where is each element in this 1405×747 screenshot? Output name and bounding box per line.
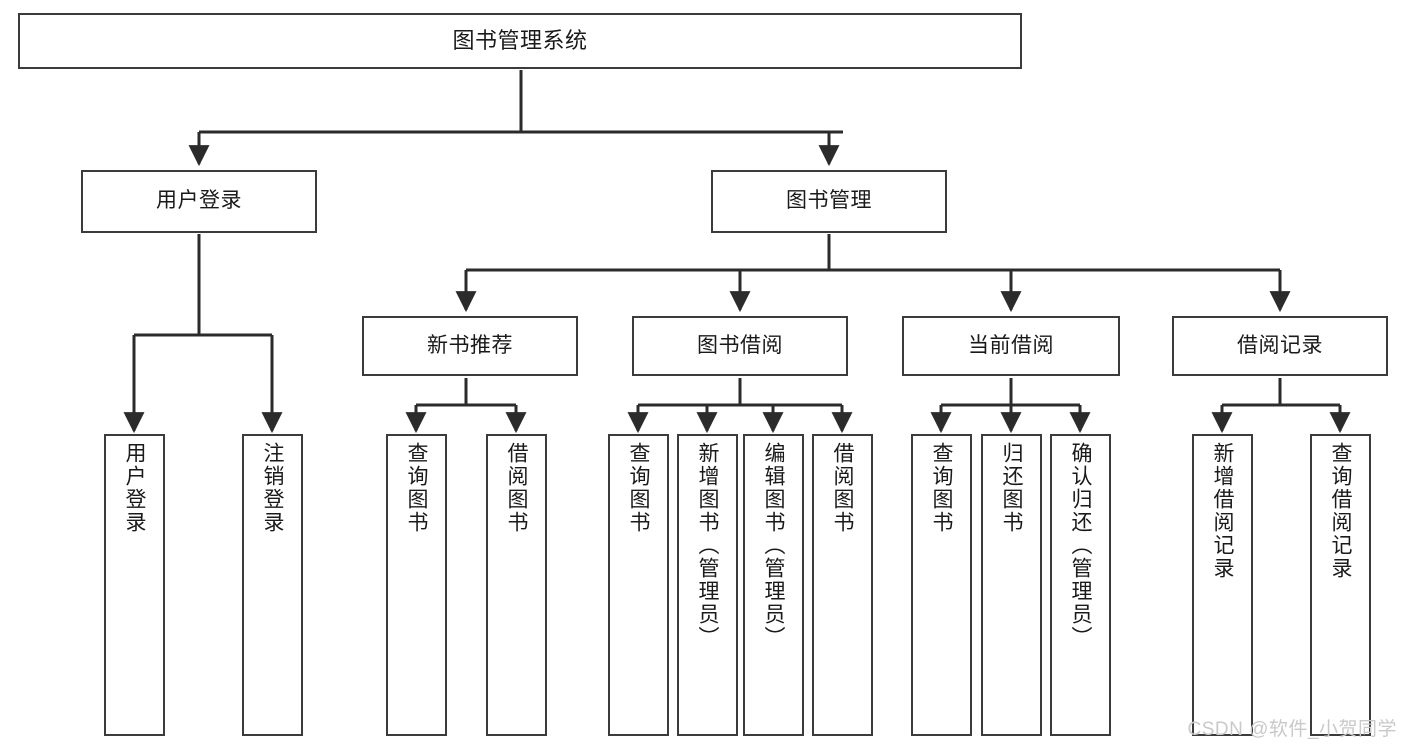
leaf-borrow-record-add[interactable]: 新增借阅记录 xyxy=(1192,434,1253,736)
leaf-user-login-signin-label: 用户登录 xyxy=(123,442,146,534)
node-root-system-label: 图书管理系统 xyxy=(452,28,588,54)
leaf-borrow-record-query-label: 查询借阅记录 xyxy=(1329,442,1352,580)
leaf-current-borrow-query-label: 查询图书 xyxy=(930,442,953,534)
leaf-current-borrow-return[interactable]: 归还图书 xyxy=(981,434,1042,736)
leaf-new-book-borrow-label: 借阅图书 xyxy=(505,442,528,534)
node-book-borrow-label: 图书借阅 xyxy=(697,333,783,357)
node-new-book-recommend-label: 新书推荐 xyxy=(427,333,513,357)
leaf-book-borrow-query[interactable]: 查询图书 xyxy=(608,434,669,736)
leaf-book-borrow-edit[interactable]: 编辑图书（管理员） xyxy=(743,434,804,736)
node-current-borrow[interactable]: 当前借阅 xyxy=(902,316,1120,376)
leaf-book-borrow-add[interactable]: 新增图书（管理员） xyxy=(677,434,738,736)
leaf-user-login-signout[interactable]: 注销登录 xyxy=(242,434,303,736)
node-book-manage-label: 图书管理 xyxy=(786,189,872,213)
node-root-system[interactable]: 图书管理系统 xyxy=(18,13,1022,69)
leaf-current-borrow-query[interactable]: 查询图书 xyxy=(911,434,972,736)
leaf-book-borrow-edit-label: 编辑图书（管理员） xyxy=(762,442,785,649)
leaf-book-borrow-add-label: 新增图书（管理员） xyxy=(696,442,719,649)
leaf-user-login-signout-label: 注销登录 xyxy=(261,442,284,534)
leaf-current-borrow-return-label: 归还图书 xyxy=(1000,442,1023,534)
node-book-manage[interactable]: 图书管理 xyxy=(711,170,947,233)
csdn-watermark: CSDN @软件_小贺同学 xyxy=(1187,719,1397,740)
node-current-borrow-label: 当前借阅 xyxy=(968,333,1054,357)
leaf-current-borrow-confirm-label: 确认归还（管理员） xyxy=(1069,442,1092,649)
leaf-new-book-query[interactable]: 查询图书 xyxy=(386,434,447,736)
leaf-new-book-borrow[interactable]: 借阅图书 xyxy=(486,434,547,736)
leaf-book-borrow-query-label: 查询图书 xyxy=(627,442,650,534)
node-user-login[interactable]: 用户登录 xyxy=(81,170,317,233)
leaf-book-borrow-lend[interactable]: 借阅图书 xyxy=(812,434,873,736)
leaf-borrow-record-query[interactable]: 查询借阅记录 xyxy=(1310,434,1371,736)
node-book-borrow[interactable]: 图书借阅 xyxy=(632,316,848,376)
leaf-new-book-query-label: 查询图书 xyxy=(405,442,428,534)
leaf-book-borrow-lend-label: 借阅图书 xyxy=(831,442,854,534)
node-borrow-record[interactable]: 借阅记录 xyxy=(1172,316,1388,376)
leaf-borrow-record-add-label: 新增借阅记录 xyxy=(1211,442,1234,580)
node-user-login-label: 用户登录 xyxy=(156,189,242,213)
node-new-book-recommend[interactable]: 新书推荐 xyxy=(362,316,578,376)
node-borrow-record-label: 借阅记录 xyxy=(1237,333,1323,357)
leaf-current-borrow-confirm[interactable]: 确认归还（管理员） xyxy=(1050,434,1111,736)
leaf-user-login-signin[interactable]: 用户登录 xyxy=(104,434,165,736)
